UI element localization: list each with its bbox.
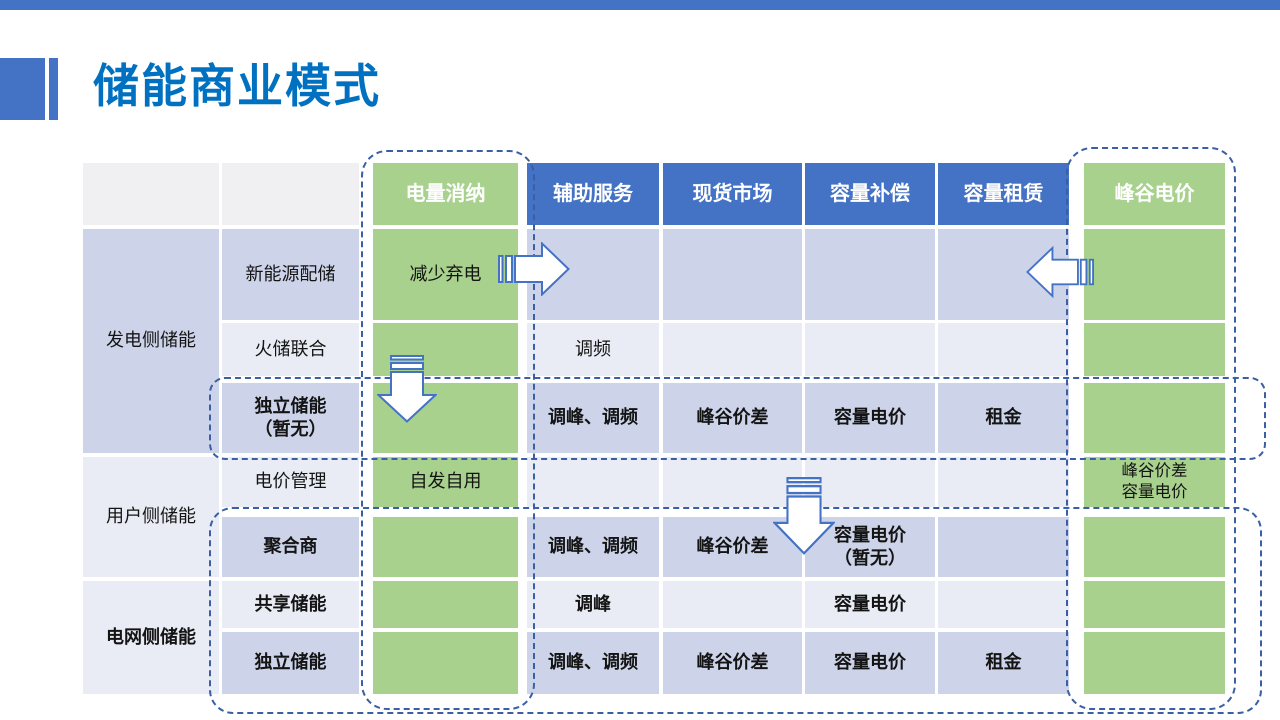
table-cell [373, 517, 518, 577]
cell-pv-spread-capacity-price: 峰谷价差 容量电价 [1084, 457, 1225, 507]
table-cell [1084, 517, 1225, 577]
cell-peak-regulation: 调峰 [527, 581, 659, 628]
table-cell [805, 229, 935, 320]
cell-capacity-price: 容量电价 [805, 383, 935, 453]
table-cell [663, 457, 802, 507]
table-cell [805, 323, 935, 376]
striped-left-arrow-icon [1026, 243, 1094, 301]
header-power-consumption: 电量消纳 [373, 163, 518, 225]
cell-capacity-price-none: 容量电价 （暂无） [805, 517, 935, 577]
top-accent-bar [0, 0, 1280, 10]
header-capacity-leasing: 容量租赁 [938, 163, 1069, 225]
cell-capacity-price: 容量电价 [805, 581, 935, 628]
cell-reduce-curtailment: 减少弃电 [373, 229, 518, 320]
table-cell [805, 457, 935, 507]
title-accent-square [0, 58, 45, 120]
table-cell [1084, 323, 1225, 376]
striped-down-arrow-icon [771, 477, 837, 555]
title-accent-stripe [49, 58, 58, 120]
rowlabel-new-energy-paired-storage: 新能源配储 [222, 229, 359, 320]
striped-down-arrow-icon [375, 355, 439, 423]
table-cell [663, 581, 802, 628]
header-spot-market: 现货市场 [663, 163, 802, 225]
table-cell [938, 323, 1069, 376]
dashed-highlight-independent-storage-row [209, 377, 1266, 460]
cell-peak-freq-regulation: 调峰、调频 [527, 632, 659, 694]
dashed-highlight-lower-rows [209, 507, 1262, 714]
table-cell [663, 229, 802, 320]
cell-self-generation-self-use: 自发自用 [373, 457, 518, 507]
rowlabel-aggregator: 聚合商 [222, 517, 359, 577]
rowlabel-independent-storage-none: 独立储能 （暂无） [222, 383, 359, 453]
table-cell [938, 457, 1069, 507]
table-cell [373, 632, 518, 694]
table-cell [1084, 581, 1225, 628]
cell-peak-valley-spread: 峰谷价差 [663, 632, 802, 694]
rowlabel-independent-storage: 独立储能 [222, 632, 359, 694]
bm-table: 电量消纳辅助服务现货市场容量补偿容量租赁峰谷电价发电侧储能用户侧储能电网侧储能 新… [83, 163, 1225, 694]
header-ancillary-services: 辅助服务 [527, 163, 659, 225]
table-cell [373, 581, 518, 628]
dashed-highlight-power-consumption-column [361, 150, 535, 710]
header-peak-valley-price: 峰谷电价 [1084, 163, 1225, 225]
cell-peak-freq-regulation: 调峰、调频 [527, 383, 659, 453]
rowlabel-shared-storage: 共享储能 [222, 581, 359, 628]
header-corner-group [83, 163, 219, 225]
cell-rent: 租金 [938, 383, 1069, 453]
table-cell [527, 457, 659, 507]
table-cell [938, 581, 1069, 628]
rowlabel-thermal-storage-combined: 火储联合 [222, 323, 359, 376]
group-grid-side: 电网侧储能 [83, 581, 219, 694]
cell-peak-valley-spread: 峰谷价差 [663, 383, 802, 453]
striped-right-arrow-icon [498, 241, 570, 297]
cell-rent: 租金 [938, 632, 1069, 694]
table-cell [663, 323, 802, 376]
cell-frequency-regulation: 调频 [527, 323, 659, 376]
group-user-side: 用户侧储能 [83, 457, 219, 577]
table-cell [938, 517, 1069, 577]
cell-peak-valley-spread: 峰谷价差 [663, 517, 802, 577]
page-title: 储能商业模式 [93, 60, 381, 112]
cell-capacity-price: 容量电价 [805, 632, 935, 694]
rowlabel-price-management: 电价管理 [222, 457, 359, 507]
table-cell [1084, 229, 1225, 320]
header-capacity-compensation: 容量补偿 [805, 163, 935, 225]
table-cell [1084, 383, 1225, 453]
cell-peak-freq-regulation: 调峰、调频 [527, 517, 659, 577]
dashed-highlight-peak-valley-price-column [1066, 147, 1236, 710]
table-cell [1084, 632, 1225, 694]
group-generation-side: 发电侧储能 [83, 229, 219, 453]
header-corner-label [222, 163, 359, 225]
